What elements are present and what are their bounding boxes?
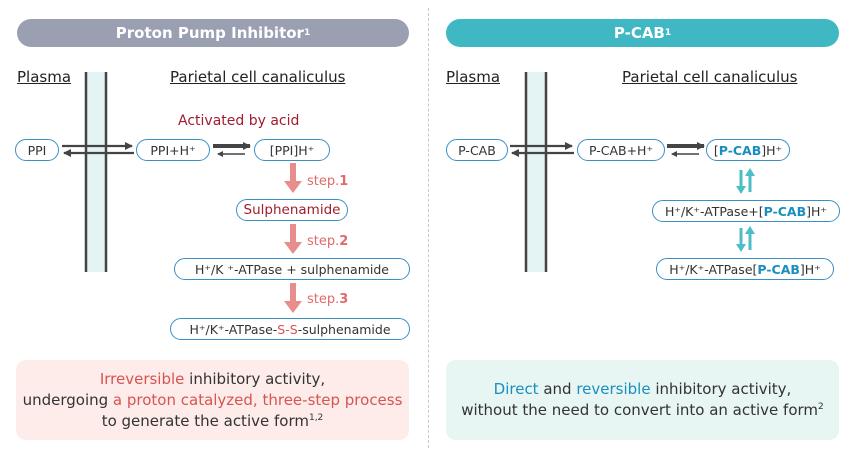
atpase-sulphenamide-node: H⁺/K ⁺-ATPase + sulphenamide xyxy=(174,258,410,280)
disulfide-bond-label: S-S xyxy=(277,321,298,337)
left-canaliculus-label: Parietal cell canaliculus xyxy=(170,68,346,86)
ppi-bracket-node: [PPI]H⁺ xyxy=(254,139,330,161)
sulphenamide-node: Sulphenamide xyxy=(236,199,348,221)
step-label-1: step.1 xyxy=(307,174,349,189)
step-arrow-2 xyxy=(284,224,302,254)
atpase-bound-pcab-node: H⁺/K⁺-ATPase[P-CAB]H⁺ xyxy=(656,258,834,280)
right-membrane xyxy=(524,72,548,272)
pcab-bracket-node: [P-CAB]H⁺ xyxy=(706,139,790,161)
step-arrow-3 xyxy=(284,283,302,313)
atpase-pcab-complex-node: H⁺/K⁺-ATPase+[P-CAB]H⁺ xyxy=(652,200,840,222)
activated-by-acid-label: Activated by acid xyxy=(178,113,300,129)
step-label-2: step.2 xyxy=(307,234,349,249)
left-plasma-label: Plasma xyxy=(17,68,72,86)
ppi-summary-note: Irreversible inhibitory activity, underg… xyxy=(16,360,409,440)
right-equilibrium-arrow-1 xyxy=(510,142,574,157)
step-arrow-1 xyxy=(284,163,302,193)
pcab-h-node: P-CAB+H⁺ xyxy=(577,139,665,161)
atpase-ss-sulphenamide-node: H⁺/K⁺-ATPase-S-S-sulphenamide xyxy=(170,318,410,340)
reversible-arrow-2 xyxy=(736,226,755,252)
left-equilibrium-arrow-1 xyxy=(62,142,134,157)
pcab-node: P-CAB xyxy=(446,139,508,161)
left-membrane xyxy=(84,72,108,272)
pcab-summary-note: Direct and reversible inhibitory activit… xyxy=(446,360,839,440)
ppi-node: PPI xyxy=(15,139,59,161)
left-equilibrium-arrow-2 xyxy=(213,142,251,157)
right-plasma-label: Plasma xyxy=(446,68,501,86)
right-canaliculus-label: Parietal cell canaliculus xyxy=(622,68,798,86)
step-label-3: step.3 xyxy=(307,292,349,307)
panel-divider xyxy=(428,8,429,448)
ppi-header-title: Proton Pump Inhibitor xyxy=(115,24,304,42)
ppi-h-node: PPI+H⁺ xyxy=(136,139,210,161)
right-equilibrium-arrow-2 xyxy=(667,142,705,157)
pcab-header-title: P-CAB xyxy=(613,24,665,42)
reversible-arrow-1 xyxy=(736,168,755,194)
